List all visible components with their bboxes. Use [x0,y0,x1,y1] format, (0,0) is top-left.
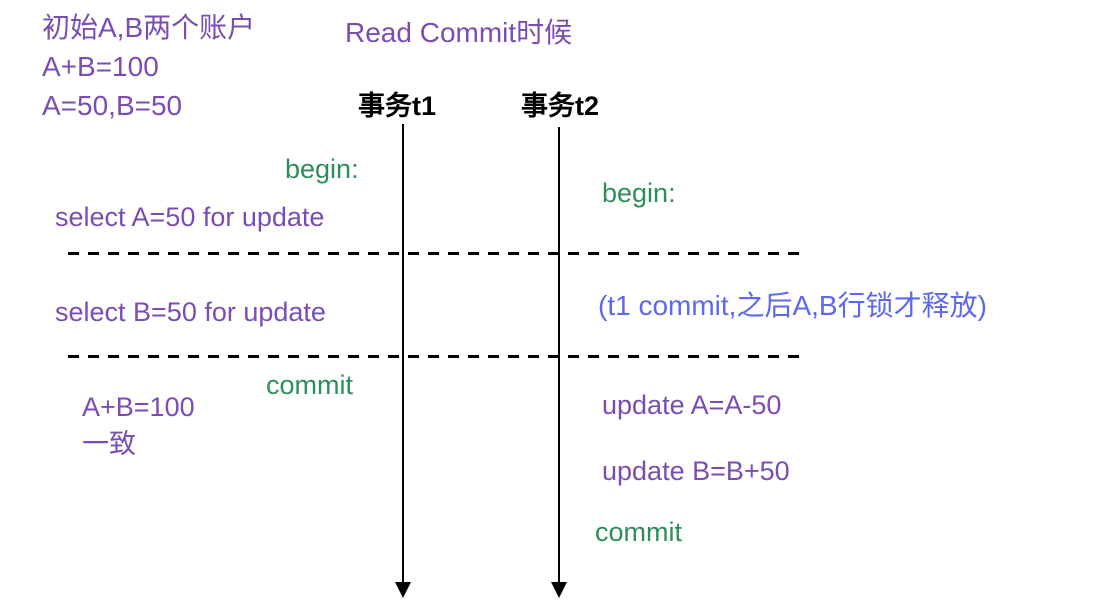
initial-note-line-2: A+B=100 [42,51,159,82]
t2-begin-label: begin: [602,178,676,208]
t2-lock-release-note: (t1 commit,之后A,B行锁才释放) [598,290,987,321]
timeline-t1-label: 事务t1 [358,91,437,121]
timeline-t1-arrowhead-icon [395,582,411,598]
t1-select-b-statement: select B=50 for update [55,297,326,327]
timeline-t2-label: 事务t2 [521,91,600,121]
timeline-t1-line [402,124,404,584]
t1-commit-label: commit [266,370,353,400]
t1-begin-label: begin: [285,154,359,184]
phase-separator-1 [68,252,801,255]
t1-result-line-1: A+B=100 [82,392,195,422]
t2-commit-label: commit [595,517,682,547]
initial-state-note: 初始A,B两个账户 A+B=100 A=50,B=50 [42,8,255,125]
t2-update-a-statement: update A=A-50 [602,390,782,420]
initial-note-line-1: 初始A,B两个账户 [42,12,256,43]
t1-result-note: A+B=100 一致 [82,389,195,463]
t2-update-b-statement: update B=B+50 [602,456,790,486]
t1-select-a-statement: select A=50 for update [55,202,325,232]
initial-note-line-3: A=50,B=50 [42,90,183,121]
isolation-level-title: Read Commit时候 [345,17,573,48]
t1-result-line-2: 一致 [82,429,136,459]
phase-separator-2 [68,355,801,358]
timeline-t2-arrowhead-icon [551,582,567,598]
